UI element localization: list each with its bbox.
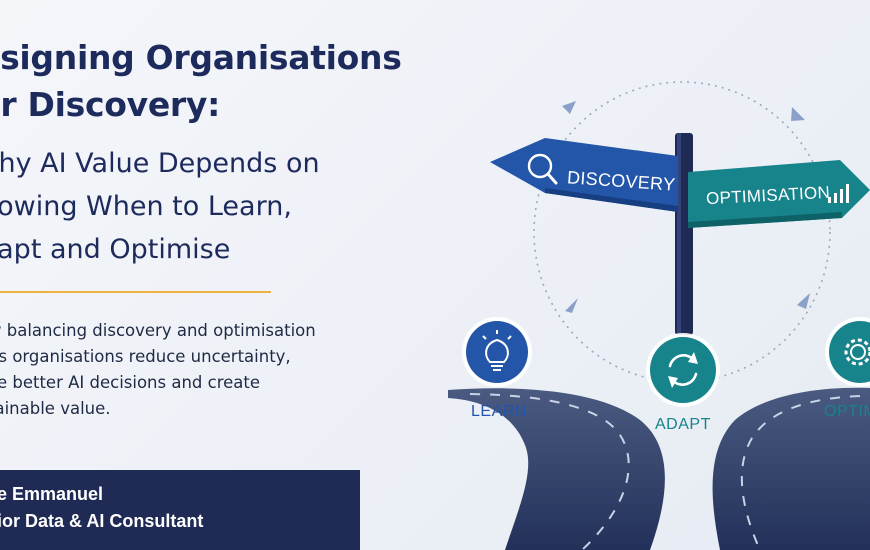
title-line-2: or Discovery:: [0, 85, 220, 124]
adapt-badge: [650, 337, 716, 403]
adapt-label: ADAPT: [655, 416, 711, 433]
cycle-ring: [533, 81, 831, 383]
signpost-pole-highlight: [677, 133, 681, 335]
summary-line-2: ps organisations reduce uncertainty,: [0, 347, 291, 366]
summary-line-3: ke better AI decisions and create: [0, 373, 261, 392]
subtitle-line-3: dapt and Optimise: [0, 234, 231, 265]
optimisation-sign: [688, 160, 870, 228]
cycle-arrow-bottom-left: [565, 298, 578, 313]
discovery-sign-edge: [545, 188, 678, 212]
bar-chart-icon: [828, 184, 849, 203]
title-line-1: esigning Organisations: [0, 38, 402, 77]
optimisation-sign-edge: [688, 212, 842, 228]
magnifier-handle: [546, 172, 558, 185]
summary-line-1: w balancing discovery and optimisation: [0, 321, 316, 340]
author-name: de Emmanuel: [0, 484, 104, 504]
magnifier-icon: [527, 153, 553, 179]
subtitle-line-2: nowing When to Learn,: [0, 191, 292, 222]
page-title: esigning Organisations or Discovery:: [0, 34, 498, 128]
learn-label: LEARN: [471, 403, 527, 420]
learn-badge: [466, 321, 528, 383]
summary-line-4: tainable value.: [0, 399, 111, 418]
subtitle-line-1: Vhy AI Value Depends on: [0, 148, 320, 179]
refresh-arrow-a: [688, 352, 698, 364]
road-left: [448, 388, 665, 550]
accent-divider: [0, 291, 271, 293]
cycle-arrow-top-left: [562, 101, 576, 114]
lightbulb-icon: [482, 330, 512, 371]
road-left-lane: [469, 393, 630, 550]
road-right-lane: [740, 395, 861, 550]
road-right: [712, 387, 870, 550]
gear-icon: [844, 338, 870, 366]
cycle-arrow-bottom-right: [797, 293, 810, 309]
author-role: nior Data & AI Consultant: [0, 511, 204, 531]
optimise-label: OPTIM: [824, 403, 870, 420]
summary-text: w balancing discovery and optimisation p…: [0, 318, 368, 422]
page-subtitle: Vhy AI Value Depends on nowing When to L…: [0, 142, 440, 271]
cycle-arrow-top-right: [791, 107, 805, 121]
optimise-badge: [829, 321, 870, 383]
author-banner: de Emmanuel nior Data & AI Consultant: [0, 470, 360, 550]
refresh-arrow-b: [668, 376, 678, 388]
